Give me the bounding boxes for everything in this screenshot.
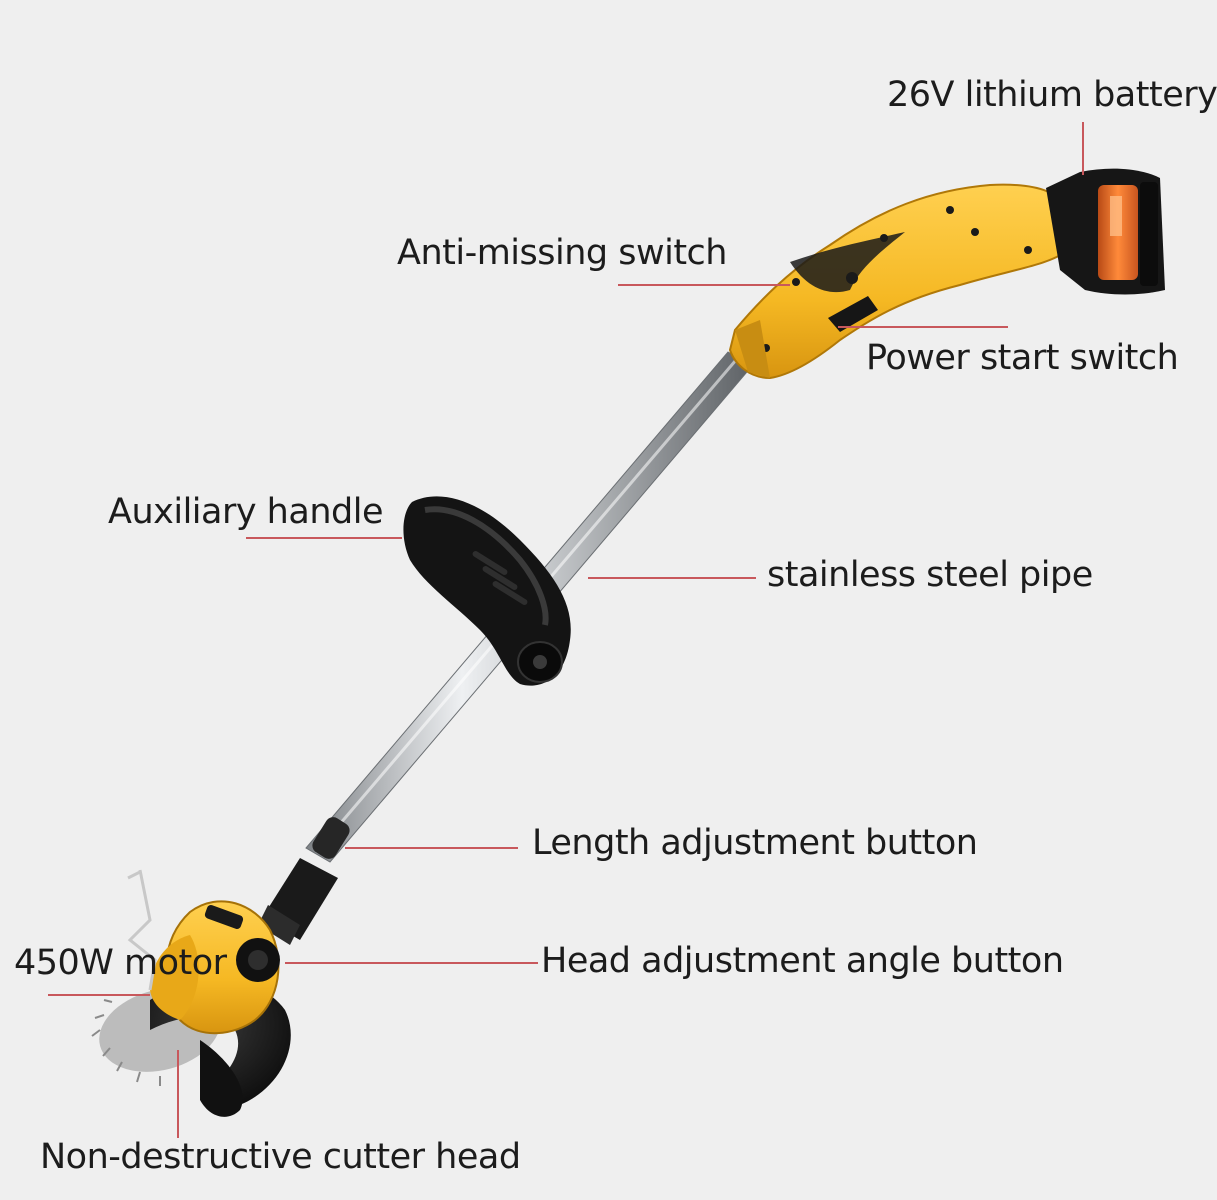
label-battery: 26V lithium battery <box>887 75 1217 115</box>
label-power-start-switch: Power start switch <box>866 338 1179 378</box>
label-length-adjustment-button: Length adjustment button <box>532 823 978 863</box>
auxiliary-handle <box>403 496 571 686</box>
leader-lines <box>48 122 1084 1138</box>
label-auxiliary-handle: Auxiliary handle <box>108 492 383 532</box>
guide-wire <box>127 869 157 991</box>
length-adjustment-button <box>312 817 350 859</box>
label-head-adjustment-angle-button: Head adjustment angle button <box>541 941 1064 981</box>
label-anti-missing-switch: Anti-missing switch <box>397 233 727 273</box>
handle-body <box>728 183 1070 380</box>
label-cutter-head: Non-destructive cutter head <box>40 1137 521 1177</box>
length-adjustment-collar <box>258 817 350 945</box>
motor-head <box>91 869 291 1117</box>
lithium-battery <box>1046 168 1165 295</box>
label-motor: 450W motor <box>14 943 227 983</box>
label-steel-pipe: stainless steel pipe <box>767 555 1093 595</box>
power-start-switch <box>828 296 878 332</box>
